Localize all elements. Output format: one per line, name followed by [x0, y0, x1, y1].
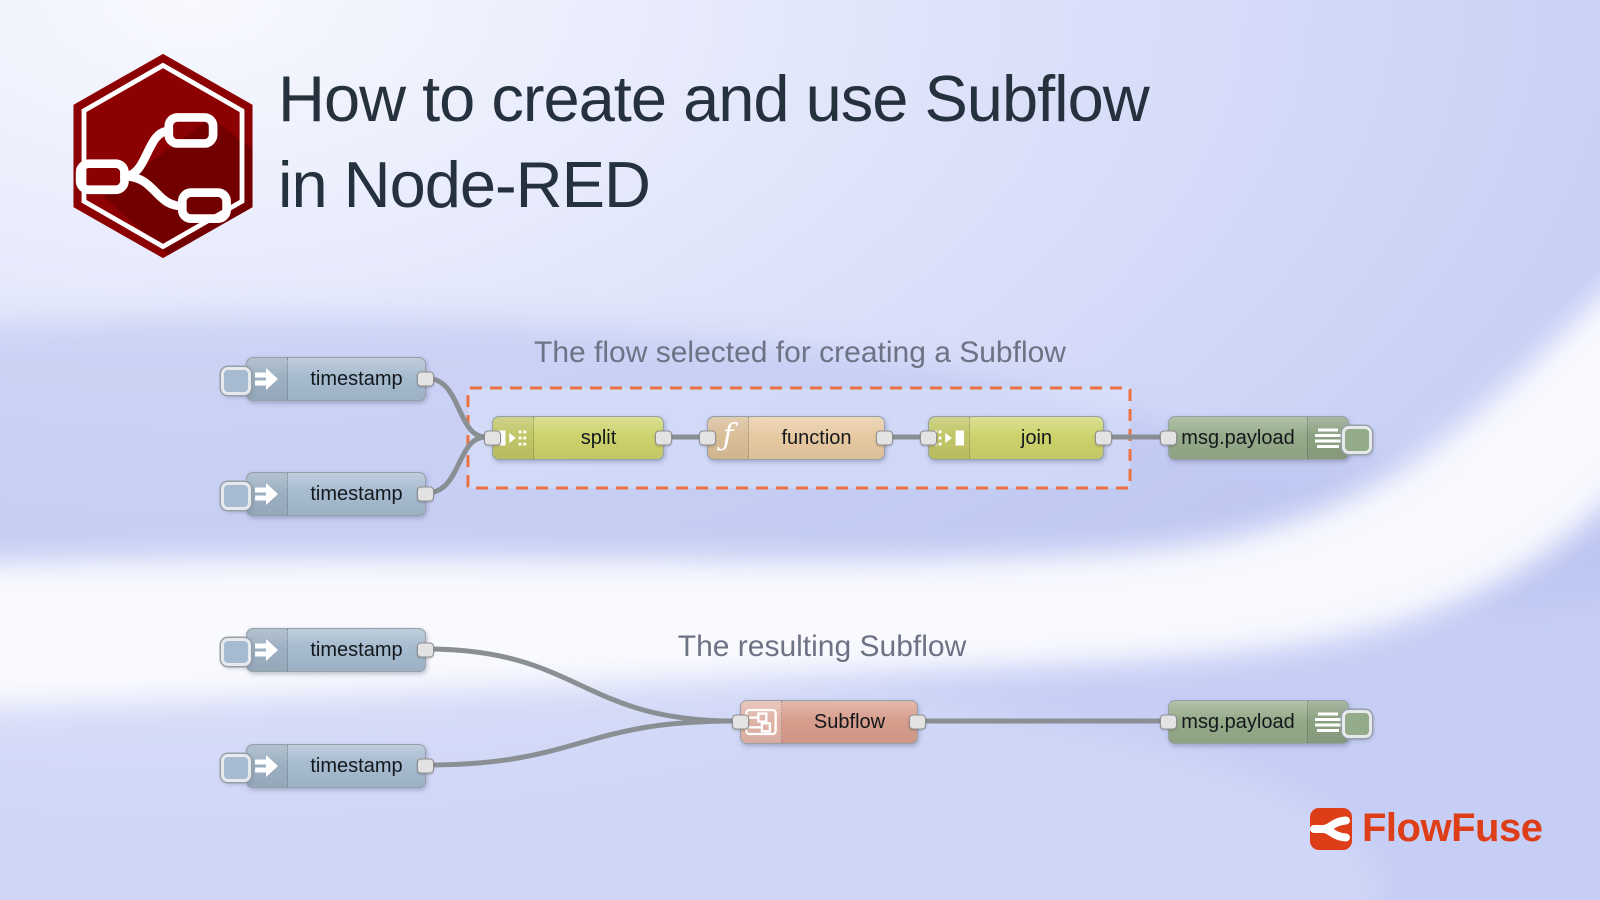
- node-label: Subflow: [813, 710, 886, 733]
- node-label: timestamp: [310, 367, 403, 390]
- flowfuse-logo: FlowFuse: [1310, 806, 1543, 851]
- node-label: timestamp: [310, 482, 403, 505]
- inject-button[interactable]: [221, 638, 251, 666]
- debug-lines-icon: [1307, 701, 1348, 743]
- output-port[interactable]: [876, 430, 893, 446]
- inject-button[interactable]: [221, 754, 251, 782]
- flowfuse-fork-icon: [1310, 807, 1352, 850]
- node-inject-4[interactable]: timestamp: [246, 744, 434, 788]
- page-title-line1: How to create and use Subflow: [278, 62, 1150, 135]
- input-port[interactable]: [1160, 430, 1177, 446]
- wire-inject3-subflow: [423, 646, 737, 724]
- debug-toggle-button[interactable]: [1342, 426, 1372, 454]
- debug-toggle-button[interactable]: [1342, 710, 1372, 738]
- node-debug-1[interactable]: msg.payload: [1160, 416, 1349, 460]
- node-label: timestamp: [310, 754, 403, 777]
- node-label: timestamp: [310, 638, 403, 661]
- input-port[interactable]: [484, 430, 501, 446]
- node-function[interactable]: ƒ function: [699, 416, 893, 460]
- node-label: join: [1020, 426, 1053, 449]
- node-red-hexagon-icon: [73, 53, 253, 259]
- output-port[interactable]: [909, 714, 926, 730]
- node-inject-1[interactable]: timestamp: [246, 357, 434, 401]
- wire-inject2-split: [423, 434, 489, 496]
- inject-arrow-icon: [247, 358, 288, 400]
- flow1-caption: The flow selected for creating a Subflow: [534, 336, 1066, 369]
- node-debug-2[interactable]: msg.payload: [1160, 700, 1349, 744]
- node-label: msg.payload: [1181, 426, 1295, 449]
- input-port[interactable]: [1160, 714, 1177, 730]
- flow2-caption: The resulting Subflow: [677, 630, 967, 663]
- output-port[interactable]: [1095, 430, 1112, 446]
- node-join[interactable]: join: [920, 416, 1112, 460]
- node-label: split: [580, 426, 617, 449]
- output-port[interactable]: [417, 758, 434, 774]
- output-port[interactable]: [655, 430, 672, 446]
- node-label: function: [781, 426, 852, 449]
- inject-button[interactable]: [221, 367, 251, 395]
- inject-arrow-icon: [247, 745, 288, 787]
- output-port[interactable]: [417, 371, 434, 387]
- wire-inject1-split: [423, 375, 489, 440]
- split-icon: [493, 417, 534, 459]
- inject-button[interactable]: [221, 482, 251, 510]
- page-title-line2: in Node-RED: [278, 147, 651, 221]
- output-port[interactable]: [417, 642, 434, 658]
- node-split[interactable]: split: [484, 416, 672, 460]
- debug-lines-icon: [1307, 417, 1348, 459]
- input-port[interactable]: [699, 430, 716, 446]
- node-subflow[interactable]: Subflow: [732, 700, 926, 744]
- node-inject-3[interactable]: timestamp: [246, 628, 434, 672]
- inject-arrow-icon: [247, 473, 288, 515]
- node-label: msg.payload: [1181, 710, 1295, 733]
- wire-inject4-subflow: [423, 718, 737, 768]
- node-inject-2[interactable]: timestamp: [246, 472, 434, 516]
- flowfuse-wordmark: FlowFuse: [1362, 806, 1543, 850]
- output-port[interactable]: [417, 486, 434, 502]
- input-port[interactable]: [920, 430, 937, 446]
- input-port[interactable]: [732, 714, 749, 730]
- inject-arrow-icon: [247, 629, 288, 671]
- page-title: How to create and use Subflow in Node-RE…: [278, 56, 1150, 228]
